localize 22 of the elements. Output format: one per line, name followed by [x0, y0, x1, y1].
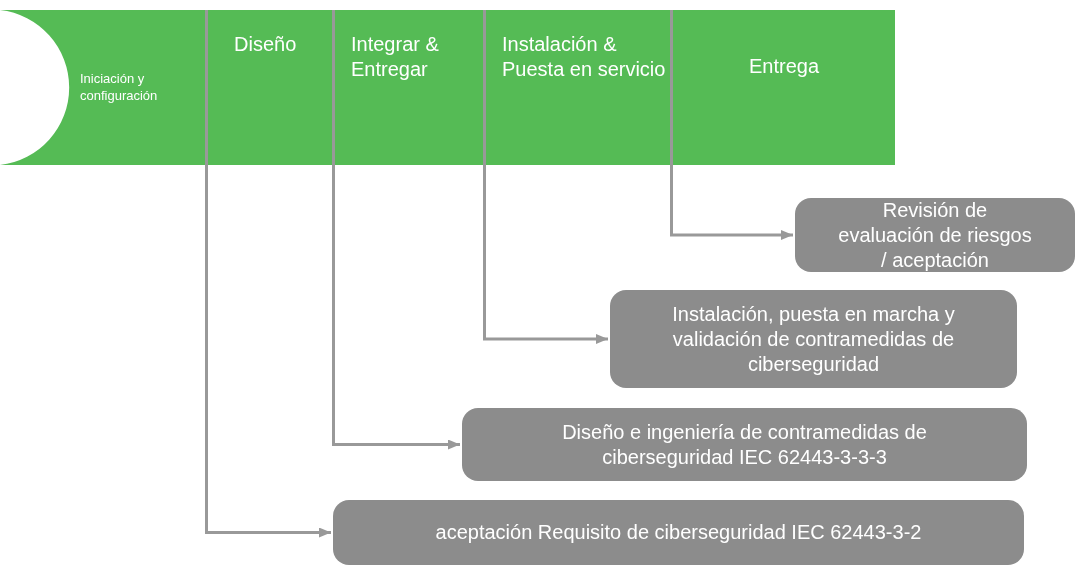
phase-title: Instalación & Puesta en servicio: [502, 32, 667, 82]
phase-title: Entrega: [748, 54, 820, 79]
step-box: [795, 198, 1075, 272]
arrow: [670, 165, 793, 240]
step-text: Diseño e ingeniería de contramedidas de ciberseguridad IEC 62443-3-3-3: [561, 419, 928, 470]
step-box: [333, 500, 1024, 565]
step-box: [610, 290, 1017, 388]
phase-segment: [670, 10, 895, 165]
phase-title: Integrar & Entregar: [351, 32, 440, 82]
phase-segment: [483, 10, 670, 165]
arrow: [332, 165, 460, 450]
step-box: [462, 408, 1027, 481]
step-text: aceptación Requisito de ciberseguridad IEC 62443-3-2: [435, 520, 922, 545]
phase-title: Iniciación y configuración: [80, 71, 159, 104]
arrow: [483, 165, 608, 344]
arrow: [205, 165, 331, 538]
step-text: Instalación, puesta en marcha y validación de contramedidas de ciberseguridad: [671, 301, 956, 377]
phase-segment: [205, 10, 332, 165]
phase-segment: [332, 10, 483, 165]
step-text: Revisión de evaluación de riesgos / aceptación: [837, 197, 1033, 273]
phase-title: Diseño: [234, 32, 297, 57]
phase-segment: [0, 10, 205, 165]
